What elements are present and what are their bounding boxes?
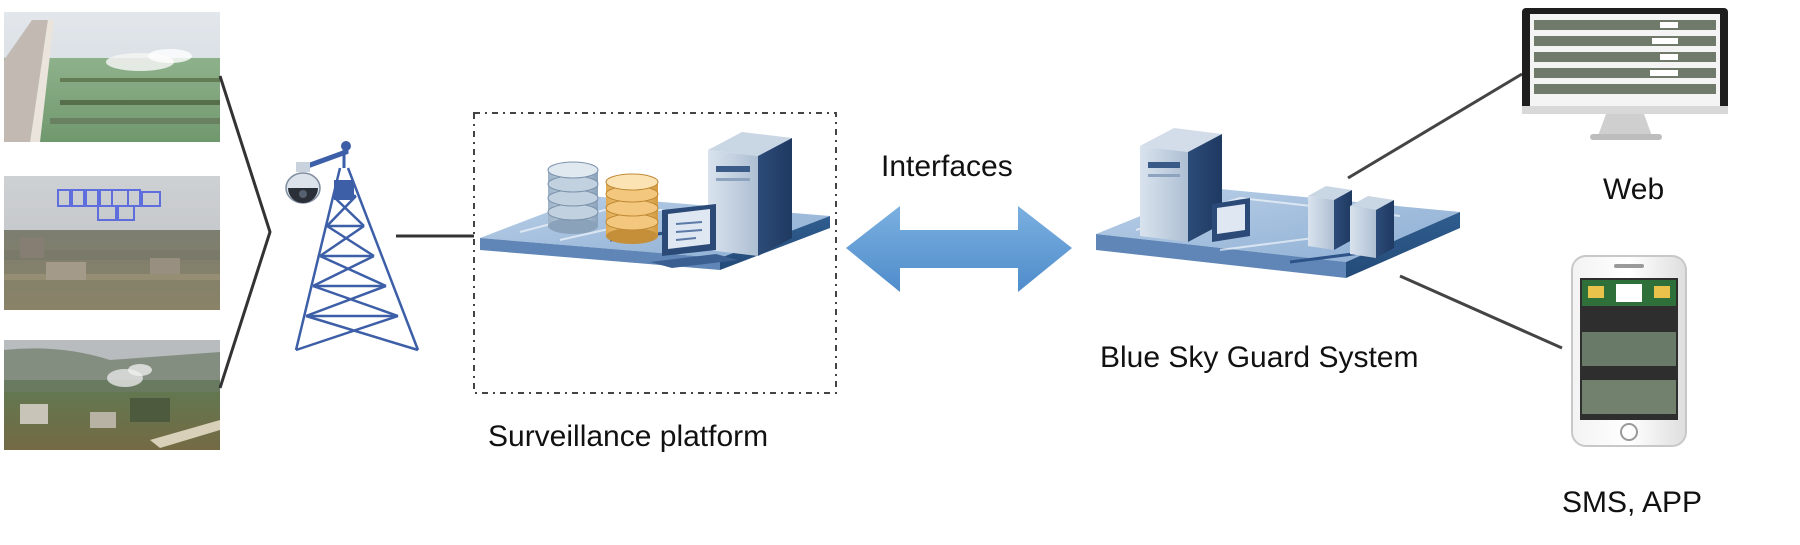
storage-disk-stack-grey [547, 161, 599, 234]
camera-feed-3 [4, 340, 220, 450]
camera-feed-2 [4, 176, 220, 310]
web-label: Web [1603, 173, 1665, 206]
blue-sky-guard-system-label: Blue Sky Guard System [1100, 341, 1419, 374]
camera-feed-1 [4, 12, 220, 142]
workstation-monitor-icon [650, 204, 738, 268]
interfaces-label: Interfaces [881, 150, 1013, 183]
ptz-camera-icon [285, 141, 351, 204]
sms-app-label: SMS, APP [1562, 486, 1703, 519]
smartphone-icon [1571, 255, 1687, 447]
camera-tower-icon [294, 150, 420, 352]
monitor-icon [1522, 8, 1728, 140]
server-platform-icon [1096, 128, 1460, 278]
server-tower-icon [708, 132, 792, 256]
feed-bracket [218, 75, 272, 389]
workstation-monitor-icon [1212, 198, 1250, 242]
bidirectional-arrow-icon [846, 206, 1072, 292]
surveillance-platform-icon [480, 132, 830, 270]
system-web-connector [1347, 72, 1523, 180]
small-server-icon [1308, 186, 1394, 258]
surveillance-platform-frame [473, 112, 837, 394]
system-mobile-connector [1399, 274, 1563, 350]
main-server-icon [1140, 128, 1222, 242]
surveillance-platform-label: Surveillance platform [488, 420, 769, 453]
storage-disk-stack-gold [605, 173, 659, 244]
detection-boxes [57, 189, 161, 221]
